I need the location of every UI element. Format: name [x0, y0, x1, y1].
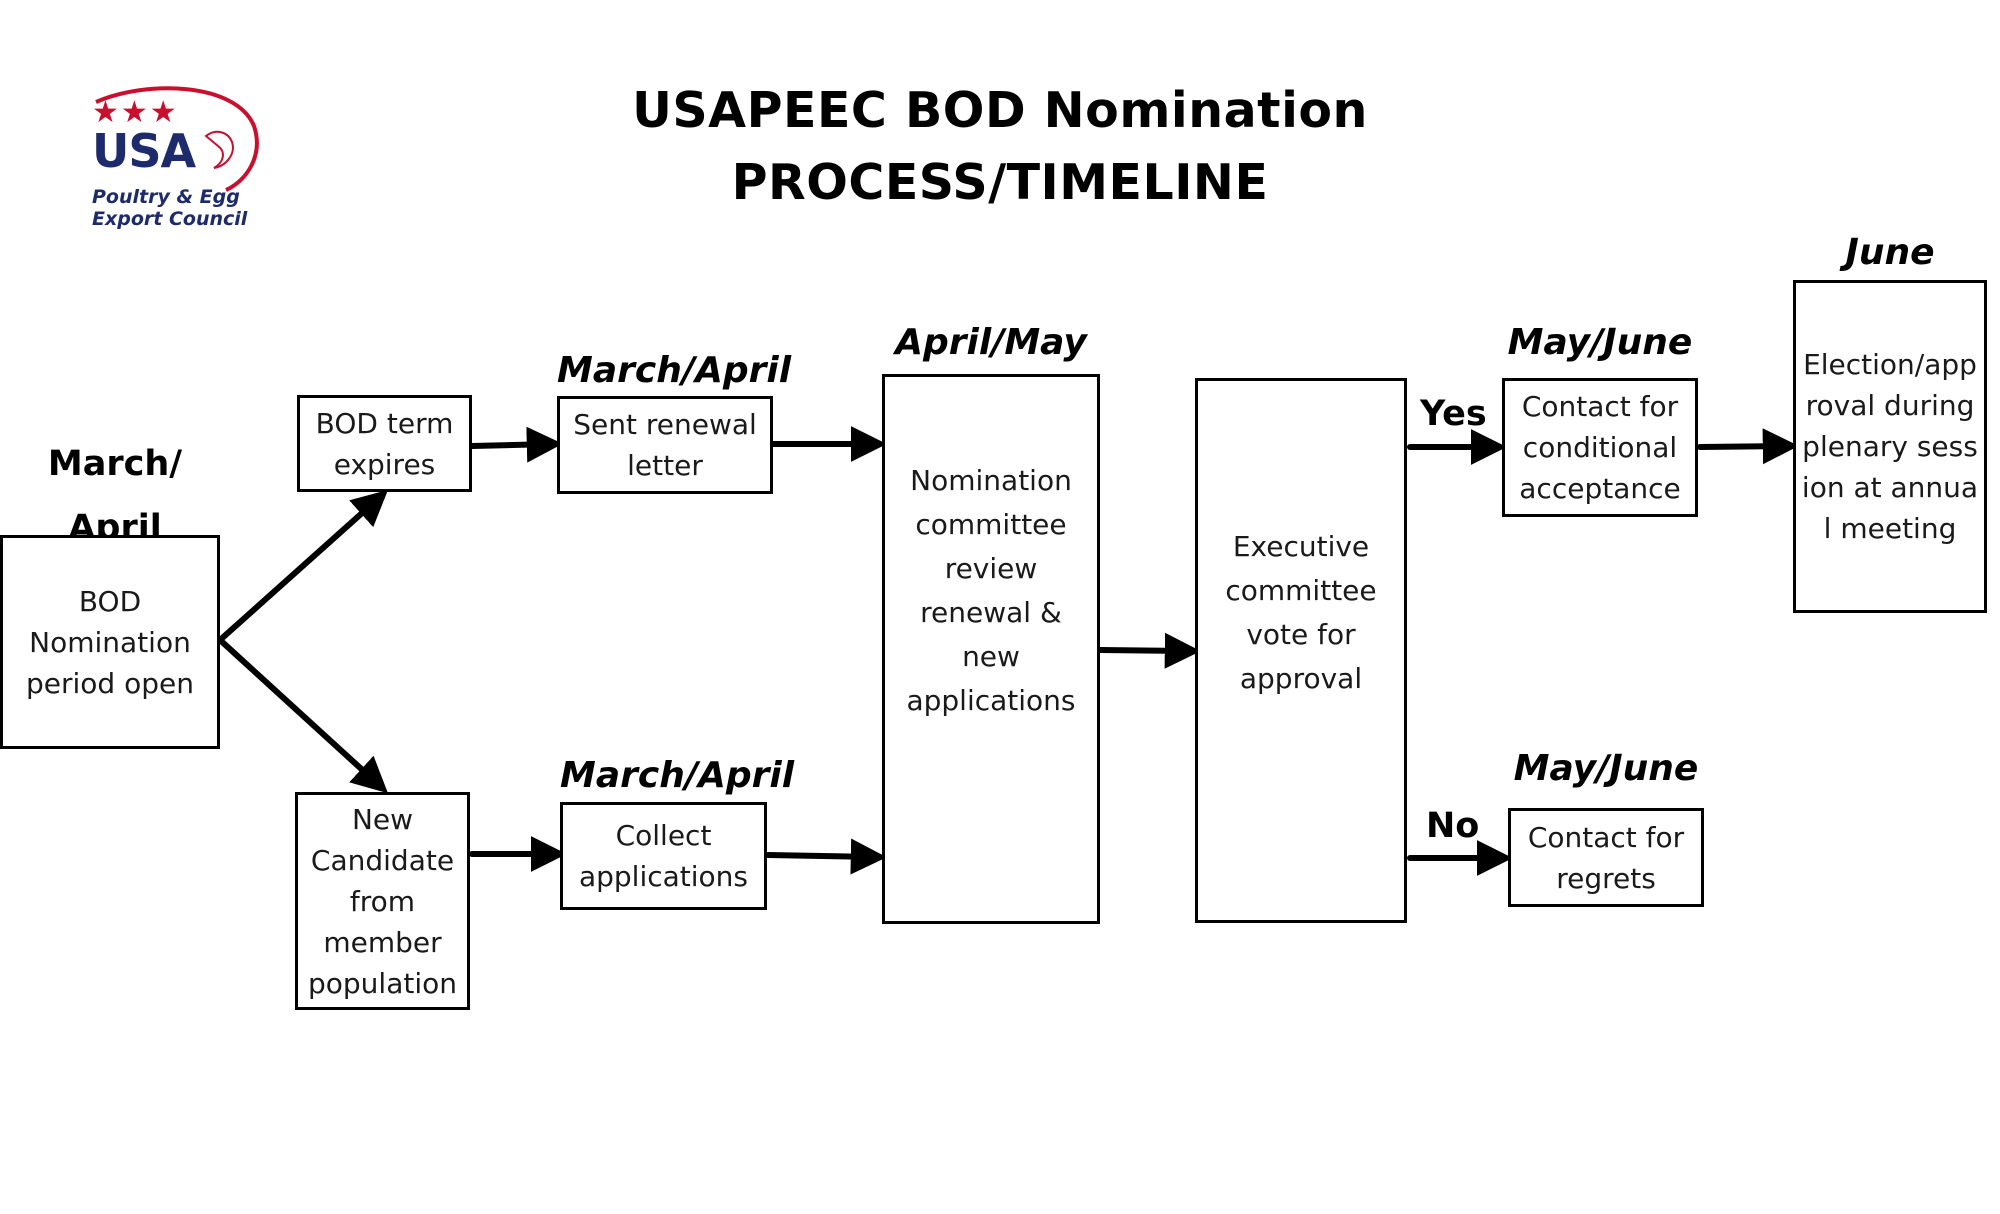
start-timeframe-text: March/ April: [47, 444, 183, 548]
usapeec-logo: ★★★ USA Poultry & Egg Export Council: [86, 86, 266, 236]
start-box-label: BOD Nomination period open: [26, 584, 194, 700]
conditional-acceptance-box: Contact for conditional acceptance: [1502, 378, 1698, 517]
arrow-term-to-letter: [469, 426, 563, 463]
new-candidate-label: New Candidate from member population: [308, 802, 457, 1000]
logo-usa-text: USA: [92, 124, 196, 178]
lower-timeframe: March/April: [560, 755, 795, 796]
new-candidate-box: New Candidate from member population: [295, 792, 470, 1010]
start-box: BOD Nomination period open: [0, 535, 220, 749]
election-box-label: Election/approval during plenary session…: [1801, 348, 1979, 545]
logo-swoosh-icon: [95, 86, 259, 192]
renewal-letter-label: Sent renewal letter: [573, 408, 757, 482]
yes-label: Yes: [1420, 394, 1487, 434]
election-box: Election/approval during plenary session…: [1793, 280, 1987, 613]
upper-timeframe: March/April: [557, 350, 792, 391]
election-timeframe: June: [1845, 232, 1935, 273]
collect-applications-box: Collect applications: [560, 802, 767, 910]
arrow-start-to-term: [217, 489, 389, 643]
logo-line-2: Export Council: [92, 208, 248, 230]
no-timeframe: May/June: [1513, 748, 1699, 789]
logo-stars: ★★★: [92, 96, 179, 129]
collect-applications-label: Collect applications: [578, 819, 749, 893]
yes-timeframe: May/June: [1507, 322, 1693, 363]
no-label: No: [1426, 806, 1480, 846]
term-expires-label: BOD term expires: [315, 406, 454, 481]
term-expires-box: BOD term expires: [297, 395, 472, 492]
title-line-2: PROCESS/TIMELINE: [731, 154, 1269, 211]
review-box: Nomination committee review renewal & ne…: [882, 374, 1100, 924]
logo-line-1: Poultry & Egg: [92, 186, 240, 208]
arrow-start-to-candidate: [217, 637, 388, 794]
title-line-1: USAPEEC BOD Nomination: [632, 82, 1368, 139]
arrow-yes-to-election: [1697, 428, 1799, 465]
arrow-review-to-vote: [1097, 632, 1201, 669]
executive-vote-box: Executive committee vote for approval: [1195, 378, 1407, 923]
regrets-label: Contact for regrets: [1527, 820, 1685, 895]
executive-vote-label: Executive committee vote for approval: [1225, 529, 1377, 695]
review-box-label: Nomination committee review renewal & ne…: [906, 464, 1076, 717]
conditional-acceptance-label: Contact for conditional acceptance: [1519, 390, 1681, 505]
arrow-collect-to-review: [765, 838, 887, 875]
renewal-letter-box: Sent renewal letter: [557, 396, 773, 494]
regrets-box: Contact for regrets: [1508, 808, 1704, 907]
review-timeframe: April/May: [895, 322, 1087, 363]
